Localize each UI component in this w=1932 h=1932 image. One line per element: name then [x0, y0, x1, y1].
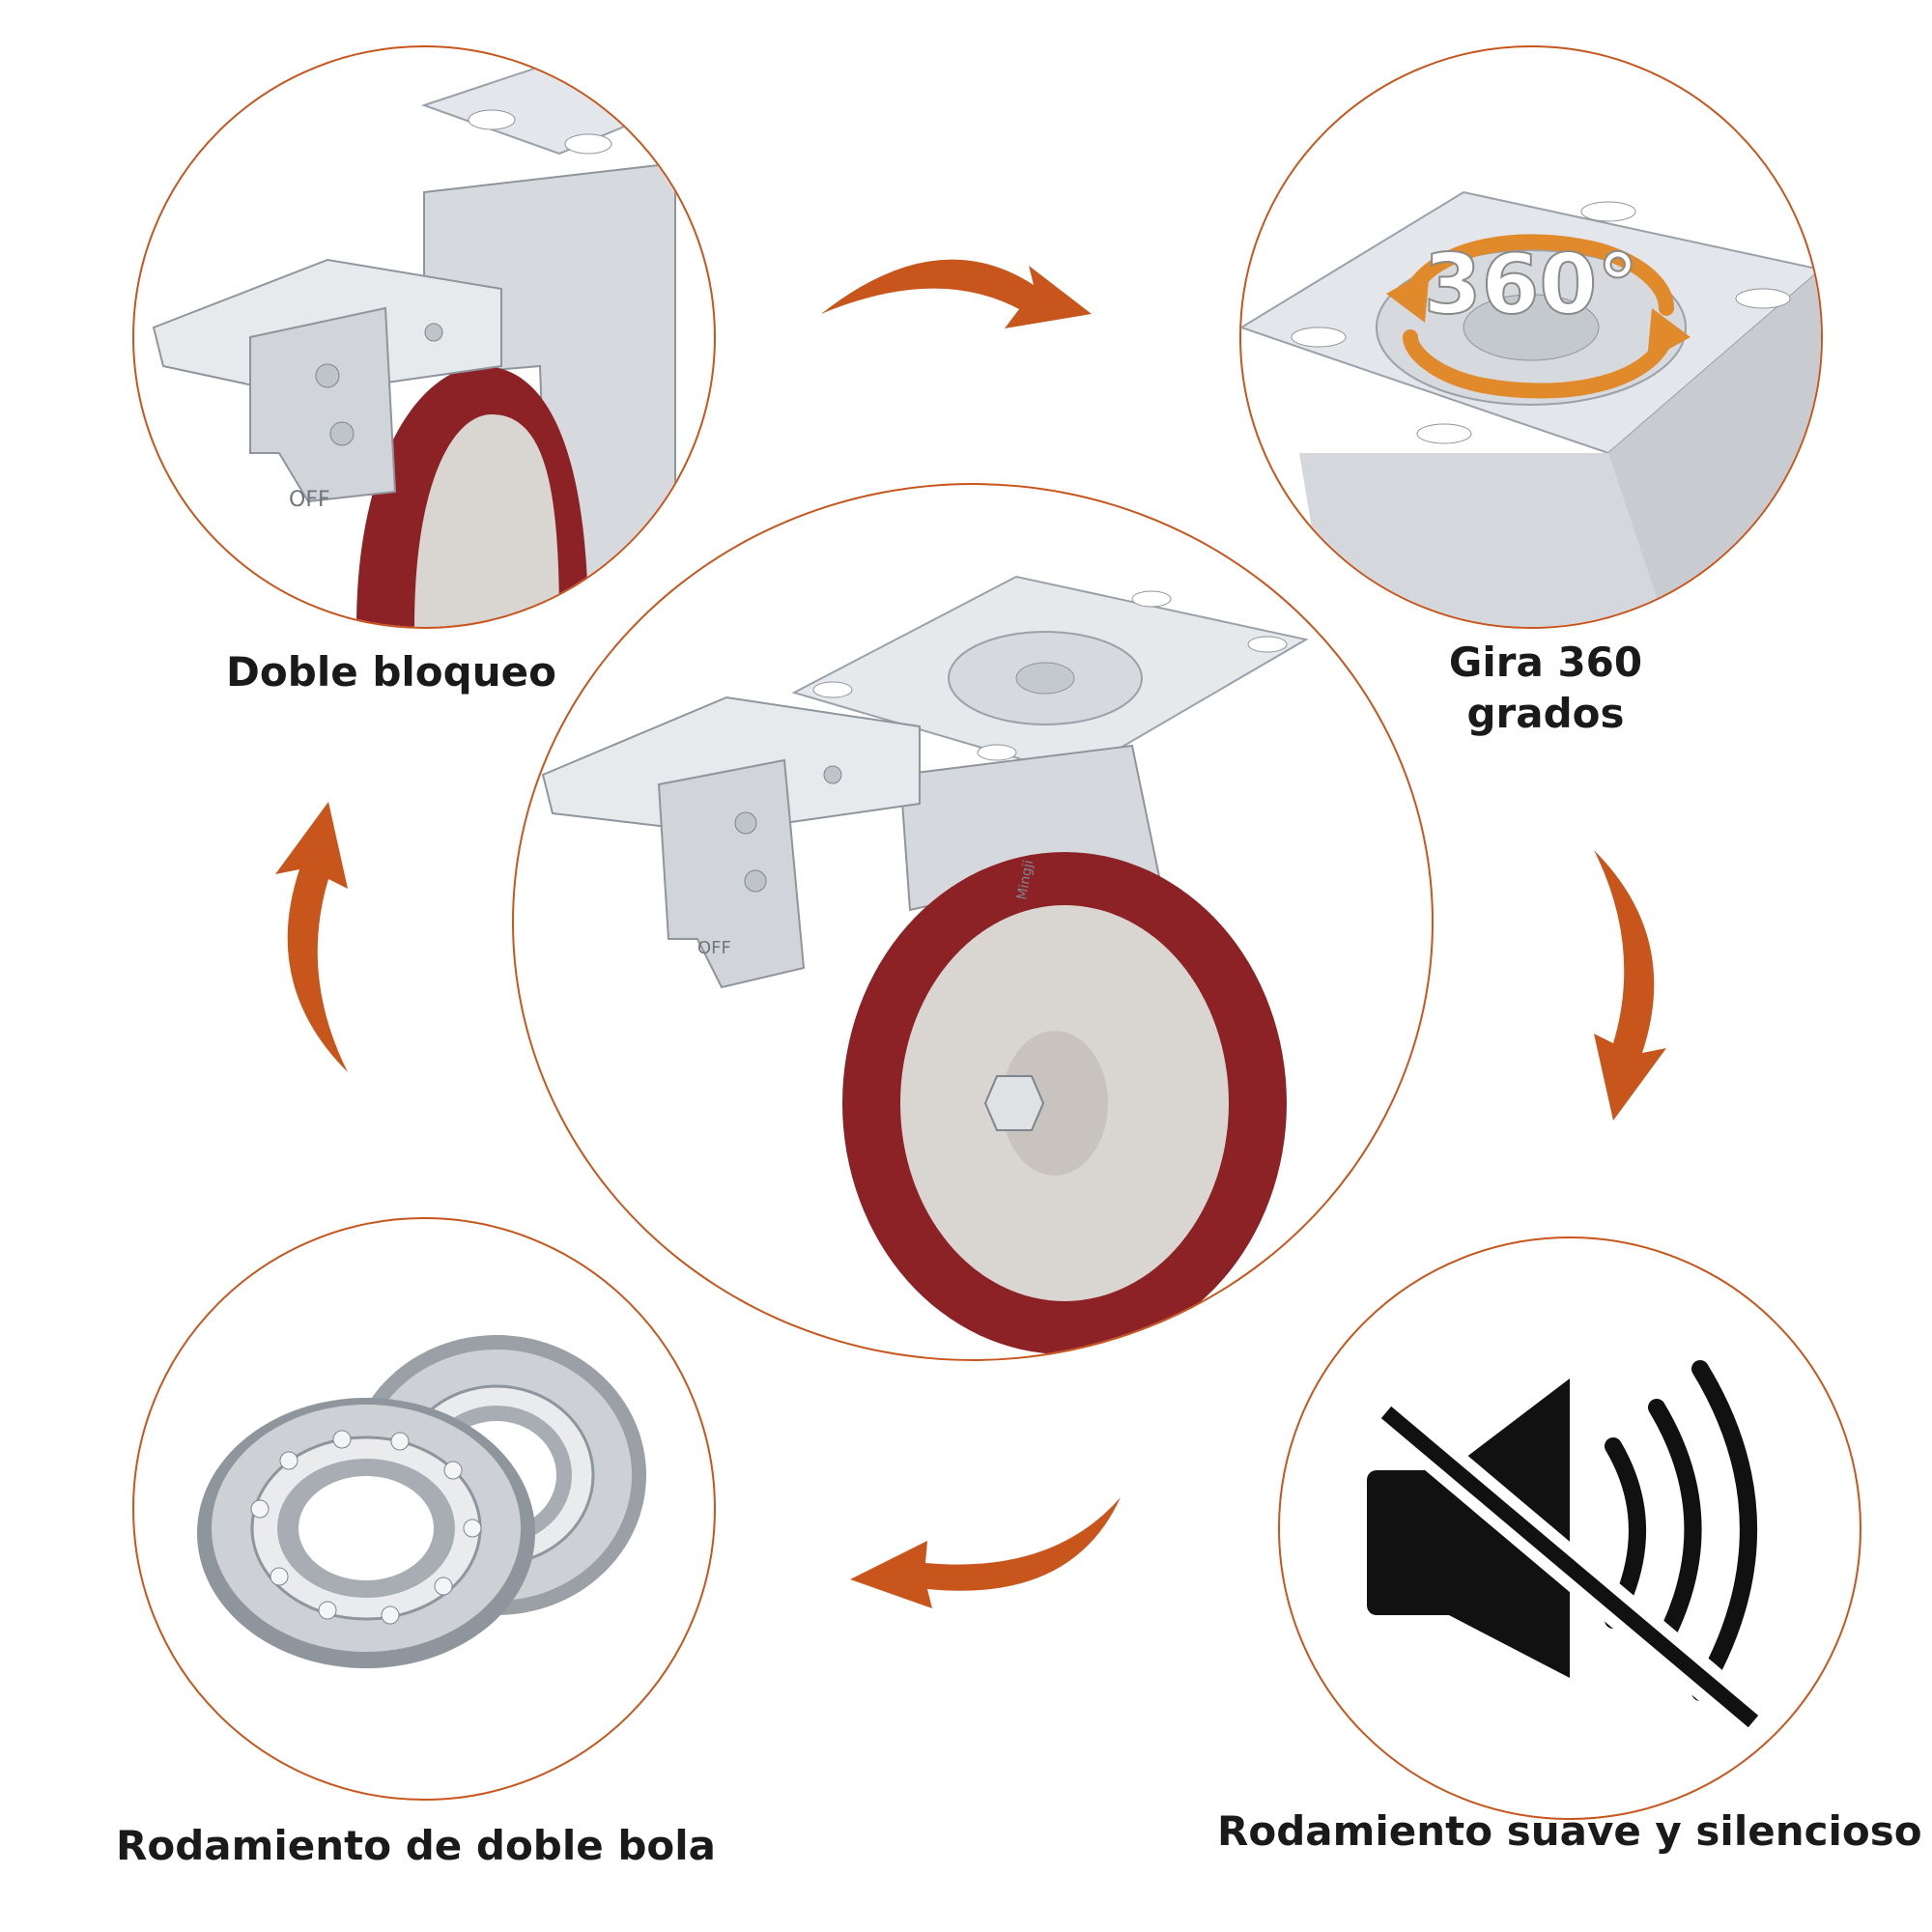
arrow-up-icon	[251, 792, 367, 1082]
swivel-label-line2: grados	[1466, 689, 1625, 737]
center-off-stamp: OFF	[697, 938, 731, 958]
bearing-label: Rodamiento de doble bola	[116, 1822, 717, 1869]
silent-label: Rodamiento suave y silencioso	[1217, 1807, 1922, 1855]
brake-label: Doble bloqueo	[226, 648, 556, 696]
mute-speaker-icon	[1367, 1360, 1766, 1737]
ball-bearings-image	[197, 1335, 646, 1668]
swivel-detail-circle: 360°	[1239, 45, 1823, 629]
caster-main-circle: OFF Mingji	[512, 483, 1434, 1361]
arrow-left-icon	[840, 1488, 1130, 1633]
brake-detail-circle: OFF	[132, 45, 716, 629]
off-stamp: OFF	[289, 488, 330, 512]
swivel-360-badge: 360°	[1424, 237, 1639, 333]
arrow-down-icon	[1575, 840, 1690, 1130]
silent-detail-circle	[1278, 1236, 1861, 1820]
brake-mechanism-image: OFF	[152, 65, 679, 627]
swivel-plate-image: 360°	[1241, 190, 1821, 627]
swivel-label: Gira 360 grados	[1391, 638, 1700, 739]
caster-wheel-image: OFF Mingji	[541, 575, 1309, 1354]
swivel-label-line1: Gira 360	[1448, 639, 1643, 686]
arrow-right-icon	[811, 232, 1101, 348]
center-brand-mark: Mingji	[1014, 859, 1037, 901]
bearing-detail-circle	[132, 1217, 716, 1801]
